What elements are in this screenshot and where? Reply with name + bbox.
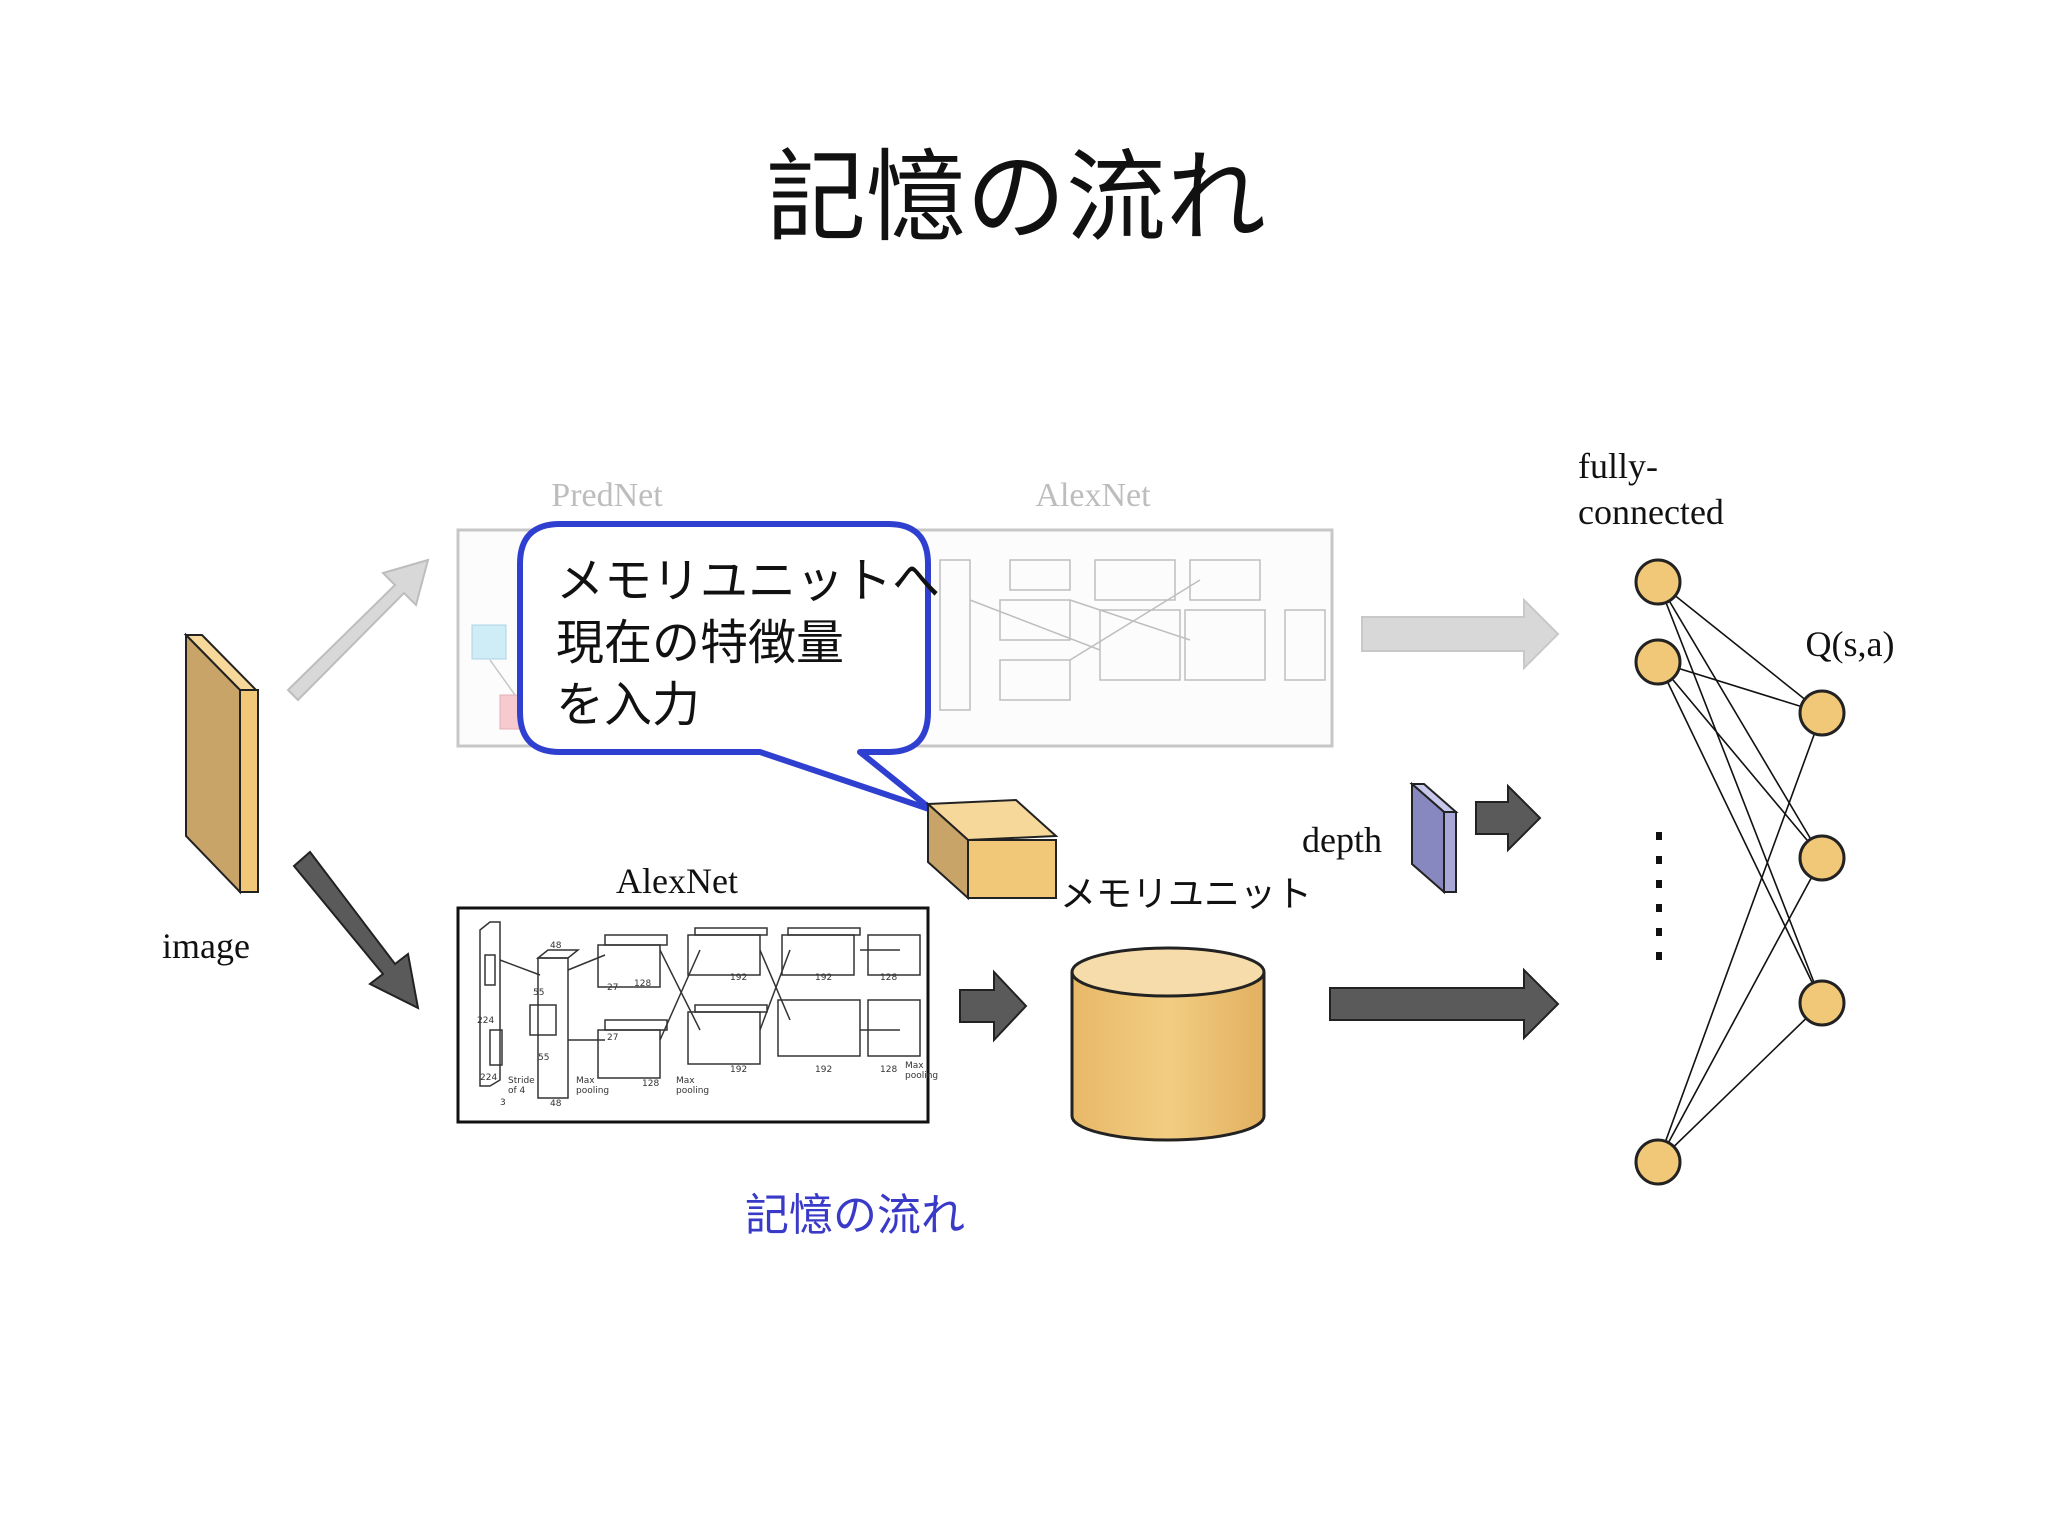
q-node: [1798, 979, 1846, 1027]
faded-arrow-up: [286, 558, 430, 702]
dark-arrow-to-fc: [1329, 967, 1560, 1041]
svg-text:Max: Max: [576, 1076, 595, 1086]
dark-arrow-down: [292, 850, 420, 1010]
alexnet-diagram: 224 224 Stride of 4 3 55 55 48 48 27 27 …: [456, 906, 938, 1124]
svg-text:pooling: pooling: [676, 1086, 709, 1096]
alexnet-faded-label: AlexNet: [1035, 477, 1151, 514]
svg-text:27: 27: [607, 983, 618, 993]
svg-text:Max: Max: [905, 1061, 924, 1071]
fc-connections: [1657, 581, 1823, 1163]
svg-text:48: 48: [550, 1099, 562, 1109]
depth-block: [1409, 781, 1459, 895]
svg-text:55: 55: [533, 988, 544, 998]
fc-node: [1634, 638, 1682, 686]
faded-arrow-right: [1361, 597, 1560, 671]
q-node: [1798, 834, 1846, 882]
svg-text:192: 192: [815, 1065, 832, 1075]
depth-label: depth: [1302, 820, 1382, 860]
speech-bubble: [517, 521, 935, 813]
svg-text:128: 128: [880, 1065, 897, 1075]
q-node: [1798, 689, 1846, 737]
svg-text:128: 128: [642, 1079, 659, 1089]
svg-text:of 4: of 4: [508, 1086, 526, 1096]
bubble-line-2: 現在の特徴量: [556, 615, 844, 671]
fc-input-nodes: [1634, 558, 1682, 1186]
fc-label-line-1: fully-: [1578, 446, 1658, 486]
fc-node: [1634, 1138, 1682, 1186]
svg-text:192: 192: [730, 1065, 747, 1075]
feature-cube: [925, 798, 1059, 901]
svg-text:pooling: pooling: [905, 1071, 938, 1081]
q-output-nodes: [1798, 689, 1846, 1027]
caption: 記憶の流れ: [745, 1190, 965, 1241]
svg-text:224: 224: [480, 1073, 497, 1083]
svg-text:128: 128: [880, 973, 897, 983]
svg-text:Max: Max: [676, 1076, 695, 1086]
alexnet-label: AlexNet: [616, 861, 738, 901]
page-title: 記憶の流れ: [766, 139, 1266, 256]
svg-text:48: 48: [550, 941, 562, 951]
depth-arrow: [1475, 783, 1542, 853]
fc-label-line-2: connected: [1578, 492, 1724, 532]
dark-arrow-to-memory: [959, 969, 1028, 1043]
svg-text:192: 192: [815, 973, 832, 983]
q-label: Q(s,a): [1806, 624, 1895, 664]
input-image-block: [183, 632, 259, 895]
svg-text:3: 3: [500, 1098, 506, 1108]
svg-text:55: 55: [538, 1053, 549, 1063]
svg-text:pooling: pooling: [576, 1086, 609, 1096]
memory-unit-label: メモリユニット: [1060, 874, 1312, 915]
image-label: image: [162, 926, 250, 966]
fc-ellipsis: [1656, 832, 1662, 960]
svg-text:224: 224: [477, 1016, 494, 1026]
memory-unit-cylinder: [1070, 946, 1266, 1142]
svg-text:192: 192: [730, 973, 747, 983]
svg-text:128: 128: [634, 979, 651, 989]
prednet-label: PredNet: [551, 477, 663, 514]
svg-text:27: 27: [607, 1033, 618, 1043]
bubble-line-3: を入力: [556, 677, 700, 733]
svg-text:Stride: Stride: [508, 1076, 535, 1086]
bubble-line-1: メモリユニットへ: [556, 553, 940, 609]
fc-node: [1634, 558, 1682, 606]
